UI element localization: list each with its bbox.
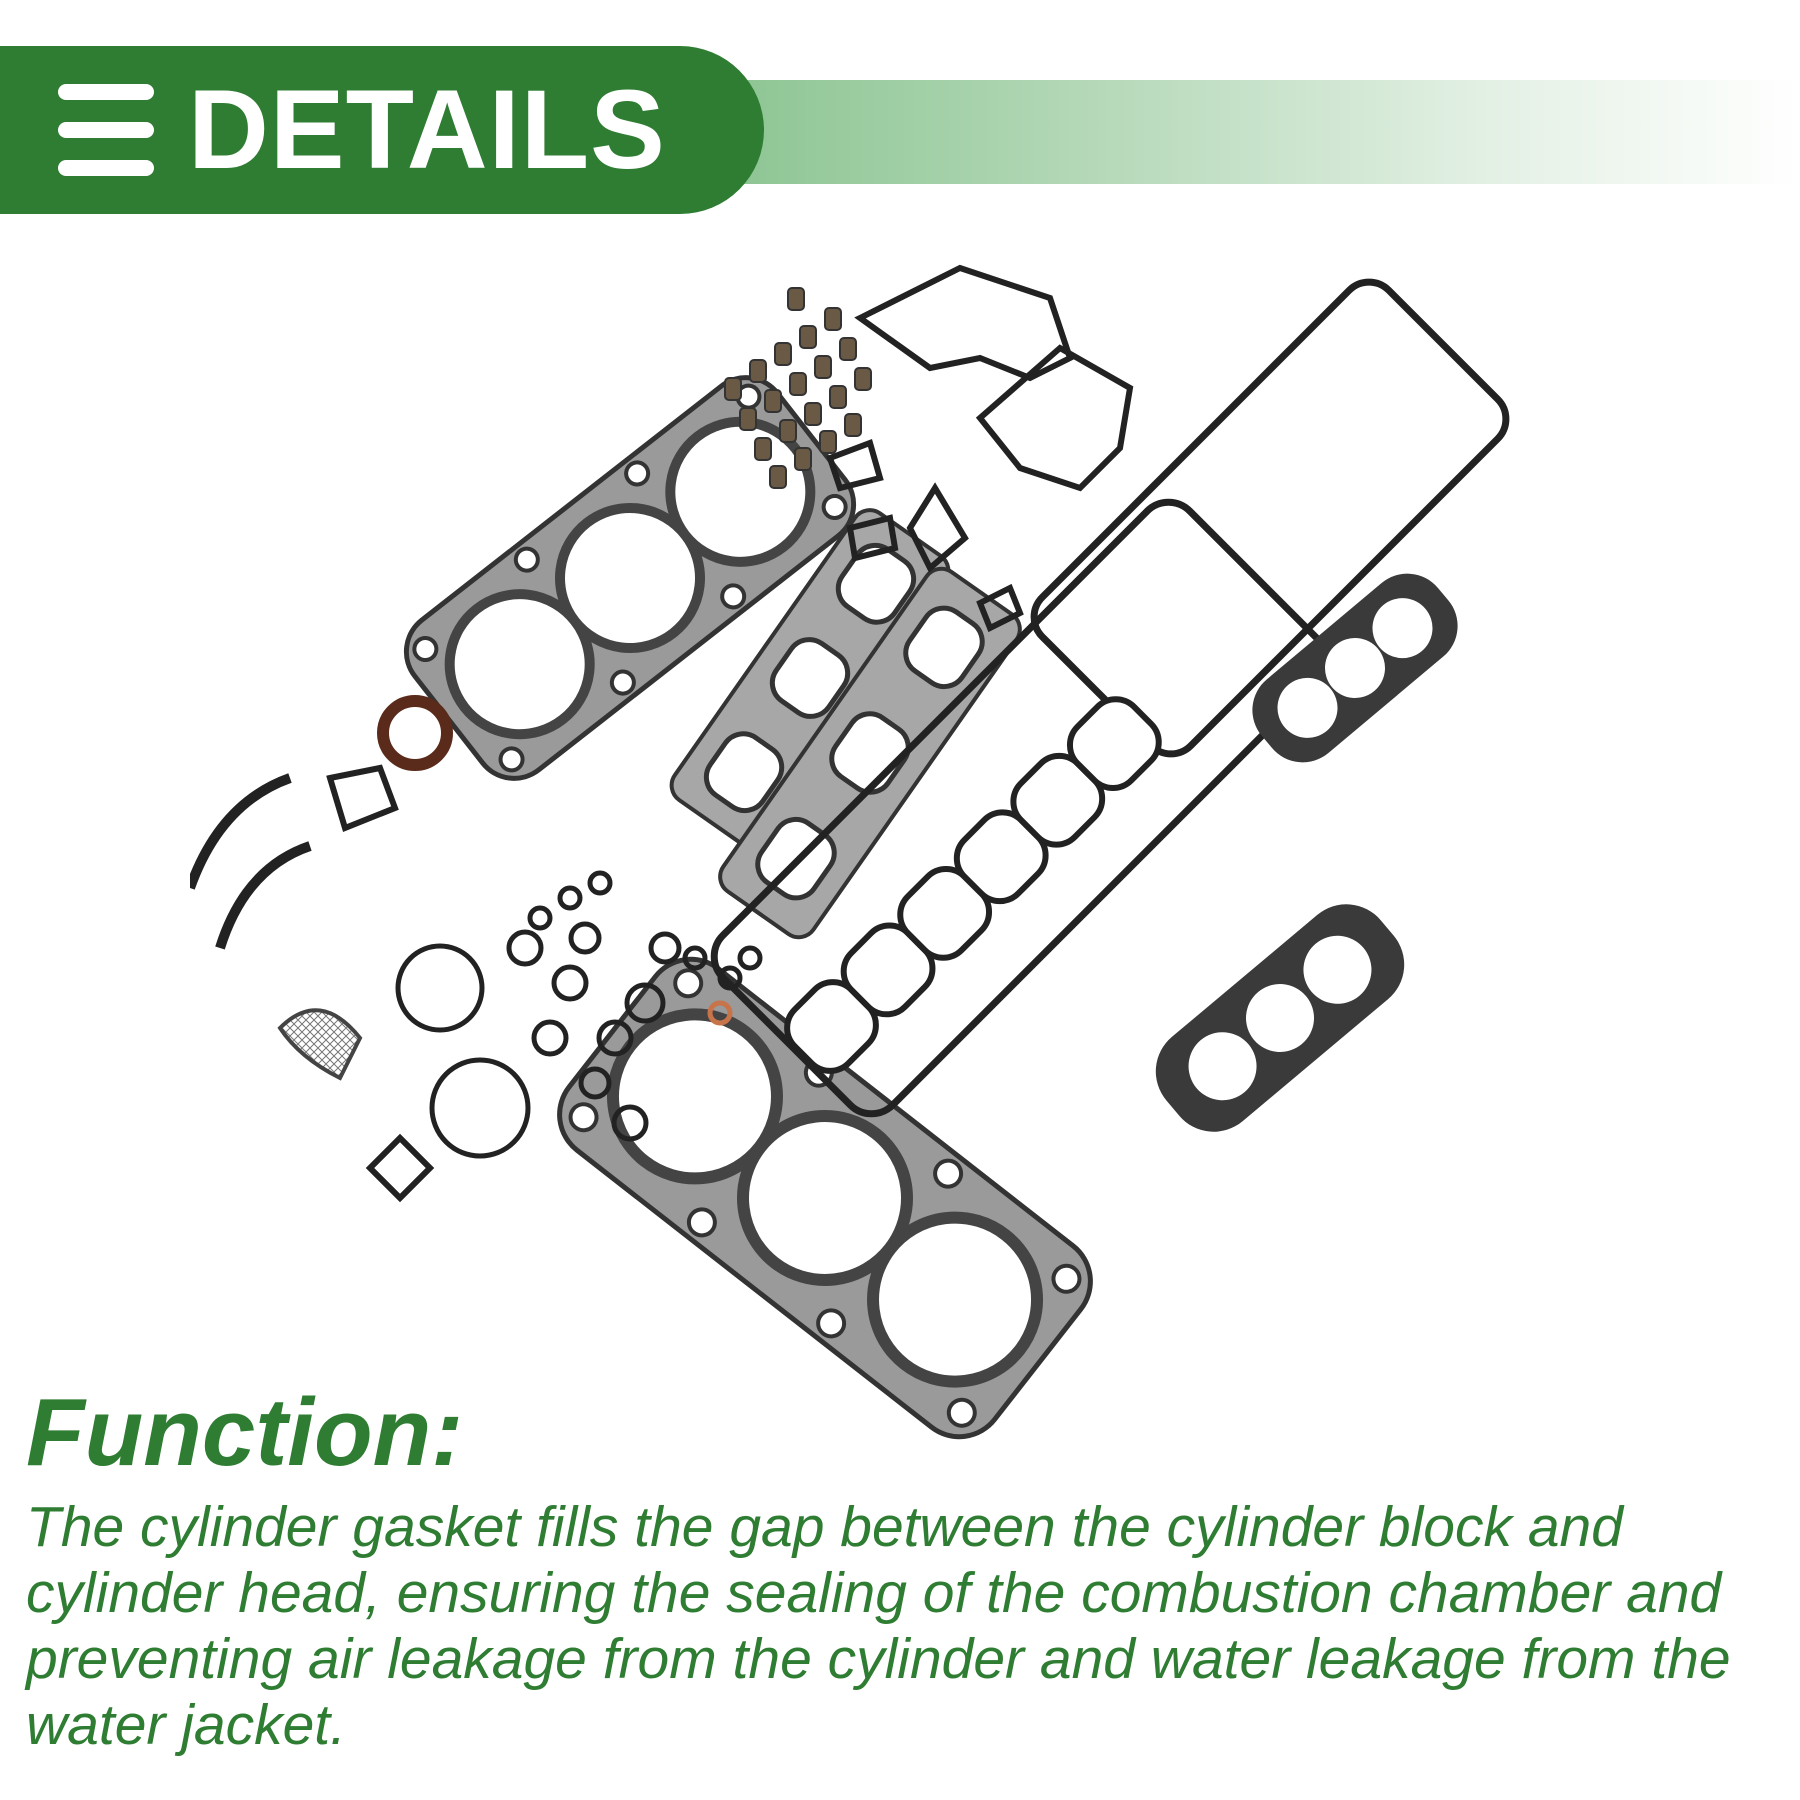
intake-manifold-gasket-upper — [1252, 573, 1458, 763]
banner-gradient-strip — [560, 80, 1800, 184]
exhaust-manifold-gasket-left — [669, 508, 951, 848]
valve-cover-gasket-right — [1030, 278, 1510, 758]
menu-lines-icon — [58, 84, 154, 176]
intake-plenum-gasket — [784, 696, 1162, 1074]
banner-title: DETAILS — [188, 67, 666, 192]
timing-cover-gasket-lower — [975, 344, 1134, 492]
small-gaskets — [190, 439, 1024, 1203]
gasket-kit-image — [190, 264, 1510, 1440]
function-description: The cylinder gasket fills the gap betwee… — [26, 1495, 1731, 1757]
banner-pill: DETAILS — [0, 46, 764, 214]
head-gasket-upper — [403, 375, 857, 781]
timing-cover-gasket-upper — [854, 264, 1074, 382]
valve-cover-gasket-middle — [710, 498, 1330, 1118]
valve-stem-seals — [724, 287, 872, 489]
copper-washer — [707, 1000, 733, 1026]
oil-strainer-screen — [277, 1008, 363, 1081]
head-gasket-lower — [557, 956, 1093, 1440]
o-rings — [395, 870, 763, 1159]
details-banner: DETAILS — [0, 46, 1800, 214]
intake-manifold-gasket-lower — [1155, 904, 1405, 1132]
function-heading: Function: — [26, 1379, 464, 1486]
